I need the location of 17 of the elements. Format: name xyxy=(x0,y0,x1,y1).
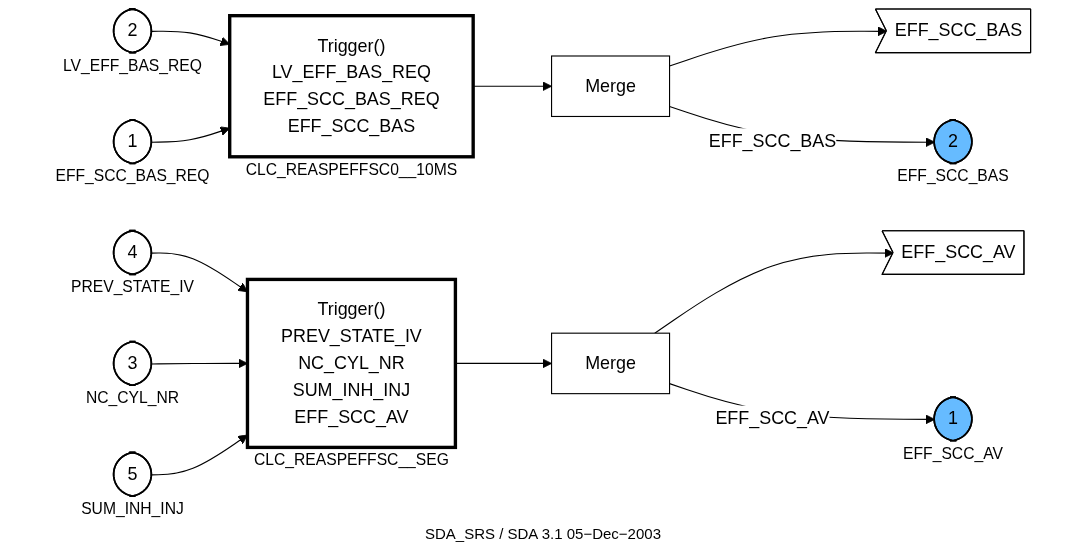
caption: SDA_SRS / SDA 3.1 05−Dec−2003 xyxy=(425,525,661,542)
node-box: Merge xyxy=(551,332,671,395)
block-name: CLC_REASPEFFSC__SEG xyxy=(254,451,449,469)
block-name: SUM_INH_INJ xyxy=(81,500,184,518)
block-name: LV_EFF_BAS_REQ xyxy=(63,56,202,74)
block-name: EFF_SCC_BAS xyxy=(897,167,1009,185)
block-name: EFF_SCC_BAS_REQ xyxy=(55,167,210,185)
block-name: EFF_SCC_AV xyxy=(903,444,1003,462)
node-box: Trigger() LV_EFF_BAS_REQ EFF_SCC_BAS_REQ EFF_SCC_BAS xyxy=(228,14,475,159)
edge-label: EFF_SCC_BAS xyxy=(708,131,837,151)
node-box: Merge xyxy=(551,55,671,118)
edge-label: EFF_SCC_AV xyxy=(715,408,830,428)
block-name: PREV_STATE_IV xyxy=(71,278,194,296)
block-name: CLC_REASPEFFSC0__10MS xyxy=(245,160,458,178)
block-name: NC_CYL_NR xyxy=(85,389,180,407)
arrow xyxy=(654,248,894,334)
node-box: Trigger() PREV_STATE_IV NC_CYL_NR SUM_INH_INJ EFF_SCC_AV xyxy=(245,277,458,450)
